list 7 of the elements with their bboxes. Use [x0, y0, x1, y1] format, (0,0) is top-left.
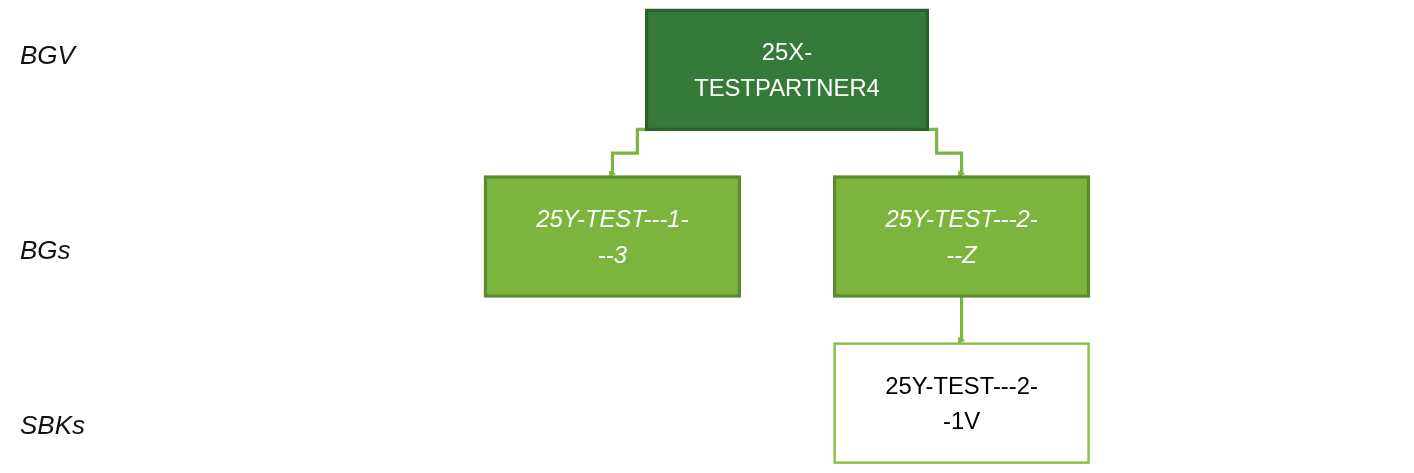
level-label: SBKs: [20, 410, 86, 441]
level-label: BGs: [20, 235, 71, 266]
node-box: 25Y-TEST---2---Z: [833, 175, 1091, 298]
node-box: 25Y-TEST---1---3: [483, 175, 741, 298]
node-box: 25X-TESTPARTNER4: [645, 8, 929, 131]
level-label: BGV: [20, 40, 75, 71]
node-box: 25Y-TEST---2--1V: [833, 342, 1090, 464]
